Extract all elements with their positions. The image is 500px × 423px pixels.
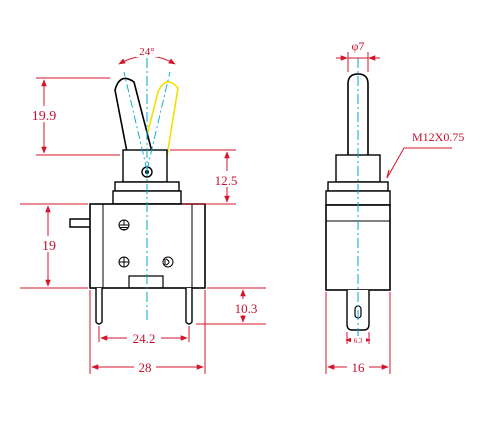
thread-label: M12X0.75: [412, 130, 464, 144]
terminal-width-label: 6.3: [354, 337, 363, 345]
toggle-lever-alt-position: [140, 81, 179, 157]
side-tab: [69, 218, 90, 228]
angle-label: 24°: [139, 46, 154, 58]
lamp-symbol: [162, 256, 174, 268]
pin-height-label: 10.3: [235, 301, 258, 316]
pin-left: [95, 288, 103, 325]
ground-symbol: [118, 219, 130, 231]
lever-height-label: 19.9: [32, 109, 57, 124]
bushing-height-label: 12.5: [215, 173, 238, 188]
body-height-label: 19: [42, 239, 56, 254]
pin-right: [185, 288, 193, 325]
plus-symbol: [118, 256, 130, 268]
body-notch: [128, 275, 164, 288]
lever-axis: [123, 71, 148, 171]
front-dimension-labels: 24° 19.9 12.5 19 10.3 24.2 28: [26, 46, 262, 375]
lever-axis-alt: [146, 71, 171, 171]
front-view: [69, 58, 206, 325]
pin-spacing-label: 24.2: [133, 331, 156, 346]
side-width-label: 16: [352, 360, 366, 375]
side-view: [325, 58, 391, 340]
thread-leader: [386, 147, 452, 179]
toggle-lever: [114, 77, 154, 153]
lever-diameter-label: φ7: [352, 39, 365, 53]
side-dimension-labels: φ7 M12X0.75 6.3 16: [347, 39, 464, 375]
body-width-label: 28: [139, 360, 152, 375]
